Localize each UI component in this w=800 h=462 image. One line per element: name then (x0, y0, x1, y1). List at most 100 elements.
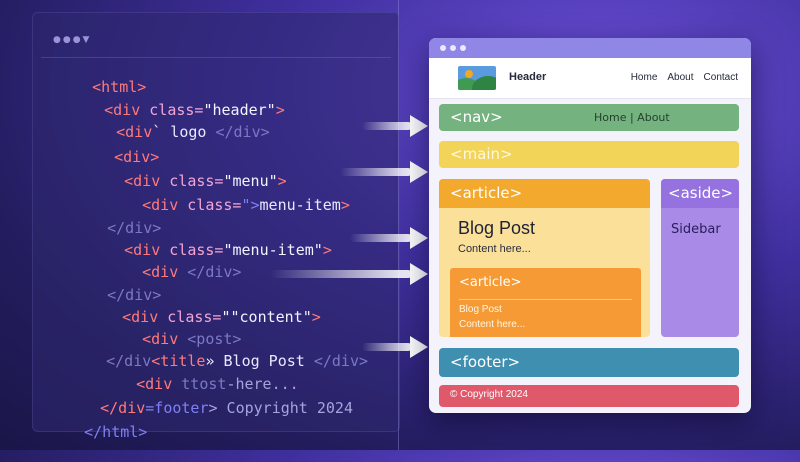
window-dot-icon (440, 45, 446, 51)
code-token: </div> (313, 352, 369, 370)
code-token: > (340, 196, 350, 214)
code-line: <div ttost-here... (100, 354, 299, 393)
code-token: <div> (114, 148, 160, 166)
blog-post-title: Blog Post (458, 218, 536, 238)
code-token: <html> (92, 78, 147, 96)
aside-header: <aside> (661, 179, 739, 208)
code-line: <html> (56, 57, 146, 96)
code-token: <div (104, 101, 150, 119)
copyright-bar: © Copyright 2024 (439, 385, 739, 407)
code-token: </div> (215, 123, 270, 141)
header-nav: Home About Contact (621, 72, 738, 83)
header-nav-home[interactable]: Home (630, 72, 658, 83)
code-token: <div (116, 123, 153, 141)
code-token: </div (100, 399, 146, 417)
code-token: "header" (203, 101, 276, 119)
nested-article-block: <article> Blog Post Content here... (450, 268, 641, 337)
arrow-right-icon (270, 263, 428, 285)
code-token: <div (122, 308, 168, 326)
code-token: <title (151, 352, 206, 370)
header-title: Header (509, 71, 547, 83)
nav-block: <nav> Home | About (439, 104, 739, 131)
window-dot-icon (450, 45, 456, 51)
aside-label: <aside> (668, 184, 734, 202)
code-token: </div> (107, 219, 162, 237)
code-token: class= (149, 101, 204, 119)
code-line: <div <post> (106, 309, 241, 348)
code-line: <div </div> (106, 242, 241, 281)
code-token: =footer (145, 399, 209, 417)
header-nav-contact[interactable]: Contact (703, 72, 738, 83)
footer-label: <footer> (450, 353, 521, 371)
code-token: menu-item (259, 196, 341, 214)
code-token: <div (142, 263, 188, 281)
code-token: <div (136, 375, 182, 393)
main-block: <main> (439, 141, 739, 168)
article-header: <article> (439, 179, 650, 208)
nested-article-label: <article> (459, 275, 522, 290)
browser-titlebar (429, 38, 751, 58)
window-dot-icon (460, 45, 466, 51)
code-token: class= (187, 196, 242, 214)
footer-block: <footer> (439, 348, 739, 377)
code-token: -here... (226, 375, 299, 393)
code-line: <div` logo </div> (80, 102, 270, 141)
code-line: <div> (78, 127, 159, 166)
arrow-right-icon (340, 161, 428, 183)
code-line: <div class="menu"> (88, 151, 287, 190)
code-token: ` logo (152, 123, 216, 141)
code-line: </div=footer> Copyright 2024 (64, 378, 353, 417)
code-token: ""content" (221, 308, 312, 326)
code-token: <div (124, 241, 170, 259)
blog-post-content: Content here... (458, 243, 531, 255)
code-token: class= (169, 241, 224, 259)
code-block: <html> <div class="header"> <div` logo <… (0, 0, 368, 441)
site-header: Header Home About Contact (429, 58, 751, 99)
code-line: <div class="menu-item"> (88, 220, 332, 259)
article-block: <article> Blog Post Content here... <art… (439, 179, 650, 337)
code-token: "menu" (223, 172, 278, 190)
code-token: "menu-item" (223, 241, 323, 259)
code-line: </div<title» Blog Post </div> (70, 331, 368, 370)
code-token: </div> (187, 263, 242, 281)
code-line: <div class="header"> (68, 80, 285, 119)
code-token: > (322, 241, 332, 259)
code-line: <div class=">menu-item> (106, 175, 350, 214)
logo-hill (472, 76, 496, 90)
code-token: "> (241, 196, 260, 214)
code-token: <div (142, 330, 188, 348)
header-nav-about[interactable]: About (667, 72, 694, 83)
arrow-right-icon (362, 336, 428, 358)
code-line: <div class=""content"> (86, 287, 321, 326)
vertical-divider (398, 0, 399, 450)
code-token: > (277, 172, 287, 190)
nested-article-content: Content here... (459, 319, 526, 330)
code-token: class= (169, 172, 224, 190)
code-token: > Copyright 2024 (208, 399, 354, 417)
code-token: <div (142, 196, 188, 214)
code-token: > (275, 101, 285, 119)
logo-sun (465, 70, 473, 78)
code-line: </div> (71, 198, 161, 237)
code-token: > (311, 308, 321, 326)
code-token: » Blog Post (205, 352, 314, 370)
arrow-right-icon (362, 115, 428, 137)
aside-block: <aside> Sidebar (661, 179, 739, 337)
code-token: ttost (181, 375, 227, 393)
code-token: <post> (187, 330, 242, 348)
article-label: <article> (450, 184, 523, 202)
nav-links[interactable]: Home | About (594, 111, 670, 124)
copyright-text: © Copyright 2024 (450, 389, 528, 400)
image-logo-icon[interactable] (458, 66, 496, 90)
code-token: class= (167, 308, 222, 326)
nested-article-title: Blog Post (459, 304, 502, 315)
window-dots-icon: ●●●▼ (53, 35, 92, 45)
code-line: </div> (71, 265, 161, 304)
nav-label: <nav> (450, 108, 503, 126)
main-label: <main> (450, 145, 513, 163)
code-token: </html> (84, 423, 148, 441)
code-line: </html> (48, 402, 147, 441)
nested-article-divider (459, 299, 632, 300)
arrow-right-icon (350, 227, 428, 249)
code-token: </div> (107, 286, 162, 304)
